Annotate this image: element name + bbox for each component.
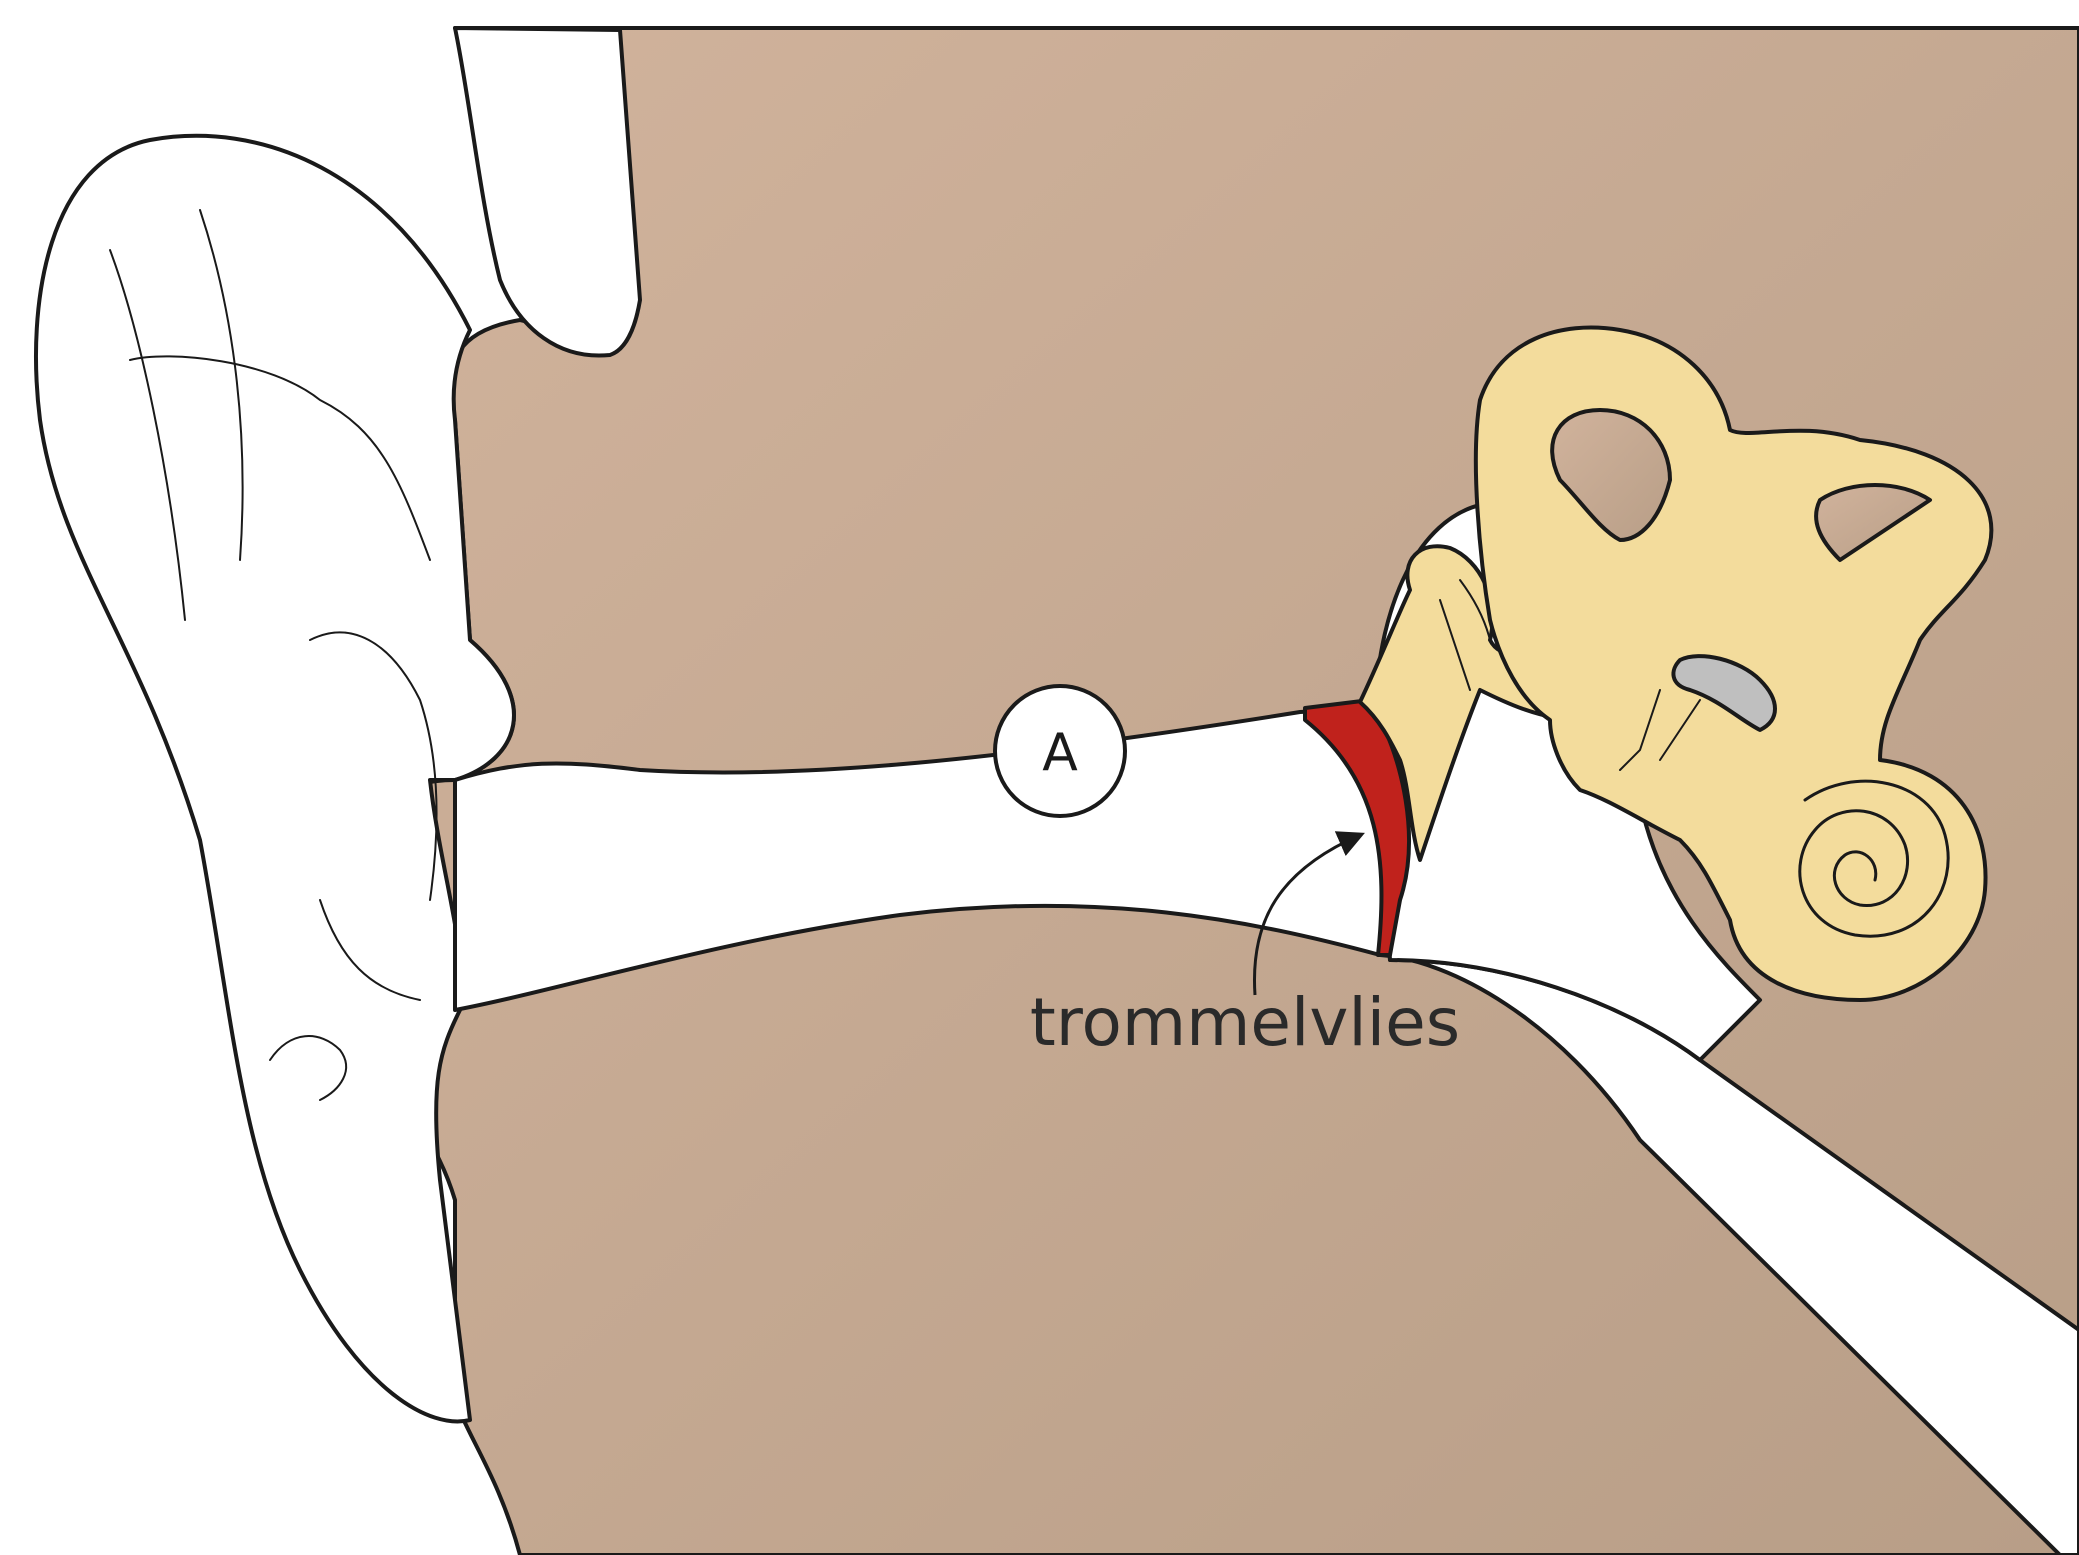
marker-a: A [995, 686, 1125, 816]
eardrum-label: trommelvlies [1030, 984, 1460, 1061]
marker-a-text: A [1042, 723, 1078, 783]
